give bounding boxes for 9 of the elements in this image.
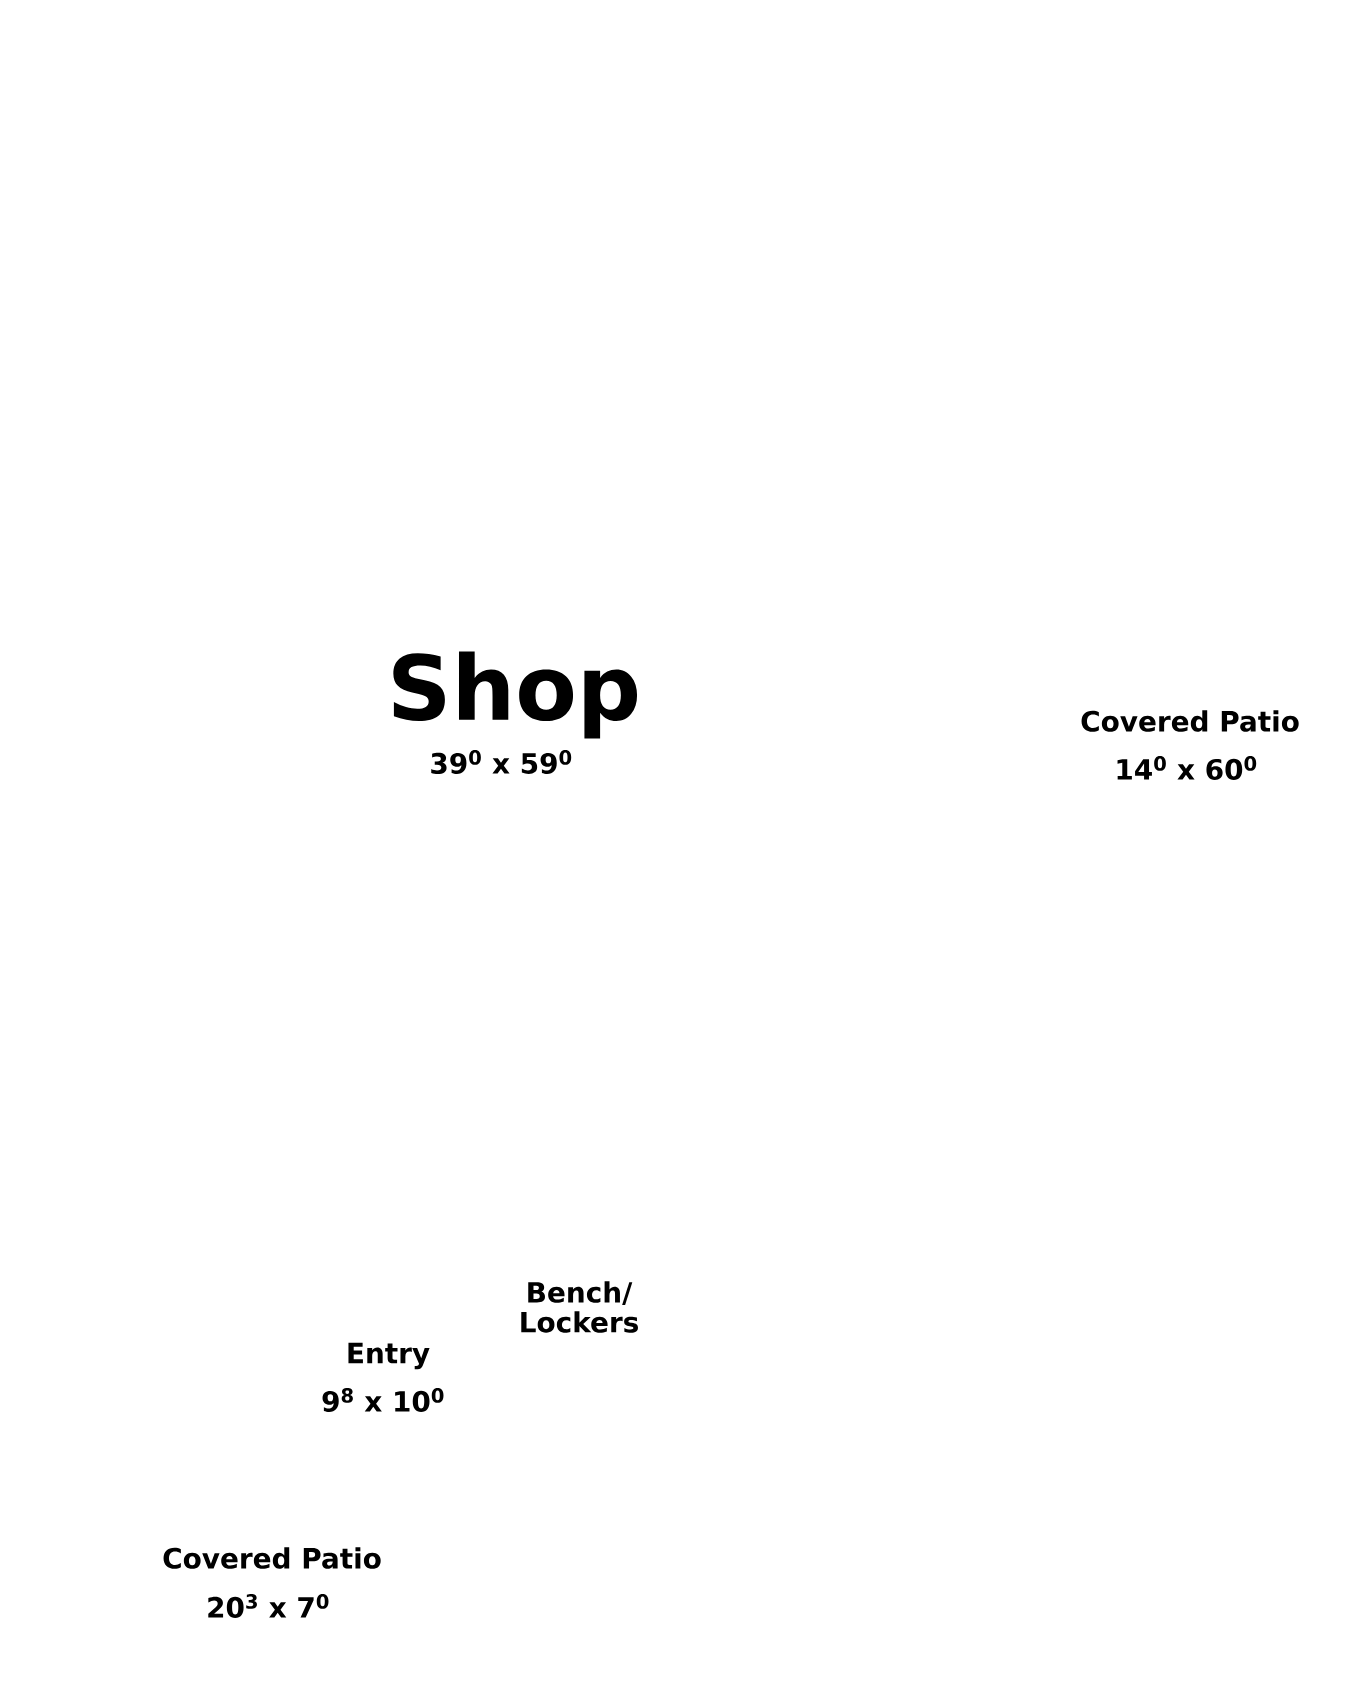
dimension-label: 20$^{3}$ x 7$^{0}$ [208, 1594, 329, 1618]
dimension-label: 9$^{8}$ x 10$^{0}$ [322, 1388, 444, 1412]
room-label: Bench/ Lockers [521, 1281, 638, 1333]
room-label: Shop [393, 651, 638, 739]
room-label: Entry [348, 1342, 430, 1370]
room-label: Covered Patio [163, 1547, 381, 1569]
room-label: Covered Patio [1081, 710, 1299, 732]
dimension-label: 39$^{0}$ x 59$^{0}$ [431, 750, 572, 774]
dimension-label: 14$^{0}$ x 60$^{0}$ [1117, 756, 1257, 780]
